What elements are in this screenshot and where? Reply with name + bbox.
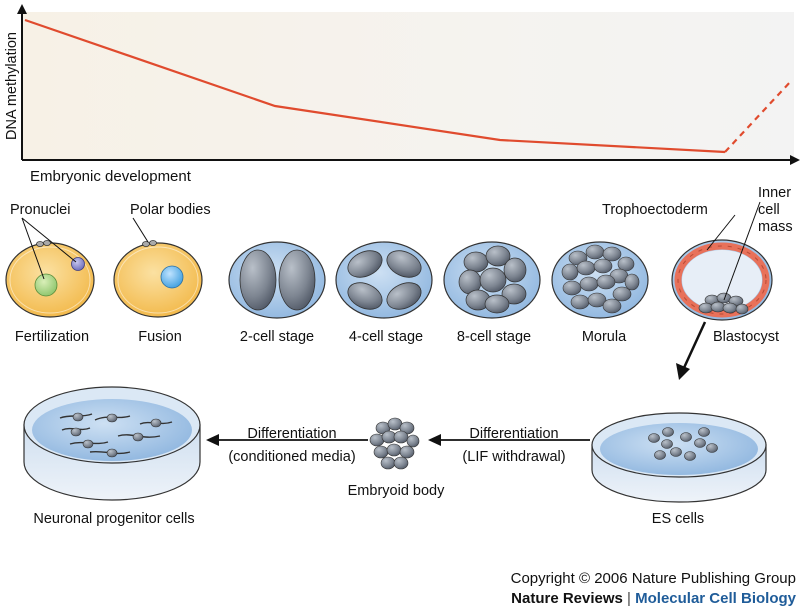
lif-withdrawal-arrowhead <box>428 434 441 446</box>
es-cells-label: ES cells <box>651 511 705 527</box>
neuronal-progenitor-label: Neuronal progenitor cells <box>33 511 195 527</box>
polar-body <box>142 241 150 247</box>
stage-label-fusion: Fusion <box>138 329 182 345</box>
polar-bodies-pointer <box>132 217 149 243</box>
conditioned-media-arrowhead <box>206 434 219 446</box>
methylation-remethylation-dashed <box>724 79 793 153</box>
polar-body <box>36 241 44 247</box>
neuronal-progenitor-dish <box>23 386 201 501</box>
trophoectoderm-label: Trophoectoderm <box>602 202 708 218</box>
y-axis-arrowhead <box>17 4 27 14</box>
blastocyst-embryo <box>671 239 773 321</box>
x-axis-label: Embryonic development <box>30 168 191 185</box>
embryoid-body <box>369 417 420 470</box>
inner-cell-mass-label-3: mass <box>758 219 793 235</box>
derivation-arrow-line <box>681 321 707 371</box>
fusion-egg <box>113 240 203 318</box>
polar-body <box>149 240 157 246</box>
stage-label-blastocyst: Blastocyst <box>712 329 780 345</box>
stage-label-fertilization: Fertilization <box>14 329 90 345</box>
male-pronucleus <box>34 273 58 297</box>
es-cells-dish <box>591 412 767 503</box>
stage-label-morula: Morula <box>581 329 627 345</box>
journal-name: Nature Reviews <box>511 590 623 607</box>
subjournal-name: Molecular Cell Biology <box>635 590 796 607</box>
inner-cell-mass-label-1: Inner <box>758 185 792 201</box>
embryoid-body-label: Embryoid body <box>347 483 445 499</box>
two-cell-embryo <box>228 241 326 319</box>
four-cell-embryo <box>335 241 433 319</box>
stage-label-2-cell: 2-cell stage <box>239 329 315 345</box>
pronuclei-pointer <box>21 217 77 263</box>
journal-credit: Nature Reviews | Molecular Cell Biology <box>511 590 796 607</box>
copyright-notice: Copyright © 2006 Nature Publishing Group <box>510 570 796 587</box>
eight-cell-embryo <box>443 241 541 319</box>
differentiation-right-label: Differentiation <box>469 426 559 442</box>
pronuclei-pointer <box>21 217 45 280</box>
trophoectoderm-pointer <box>706 214 736 251</box>
inner-cell-mass-pointer <box>723 201 761 301</box>
polar-body <box>43 240 51 246</box>
methylation-curve <box>24 18 726 154</box>
stage-label-4-cell: 4-cell stage <box>348 329 424 345</box>
y-axis-label: DNA methylation <box>4 32 20 140</box>
inner-cell-mass-label-2: cell <box>758 202 780 218</box>
x-axis-arrowhead <box>790 155 800 165</box>
pronuclei-label: Pronuclei <box>10 202 71 218</box>
differentiation-left-label: Differentiation <box>247 426 337 442</box>
conditioned-media-label: (conditioned media) <box>228 449 356 465</box>
credit-separator: | <box>627 590 631 607</box>
stage-label-8-cell: 8-cell stage <box>456 329 532 345</box>
morula-embryo <box>551 241 649 319</box>
derivation-arrowhead <box>676 363 690 380</box>
graph-background <box>22 12 794 160</box>
polar-bodies-label: Polar bodies <box>130 202 211 218</box>
lif-withdrawal-label: (LIF withdrawal) <box>462 449 566 465</box>
fertilization-egg <box>5 240 95 318</box>
zygote-nucleus <box>160 265 184 289</box>
inner-cell-mass <box>698 292 749 315</box>
